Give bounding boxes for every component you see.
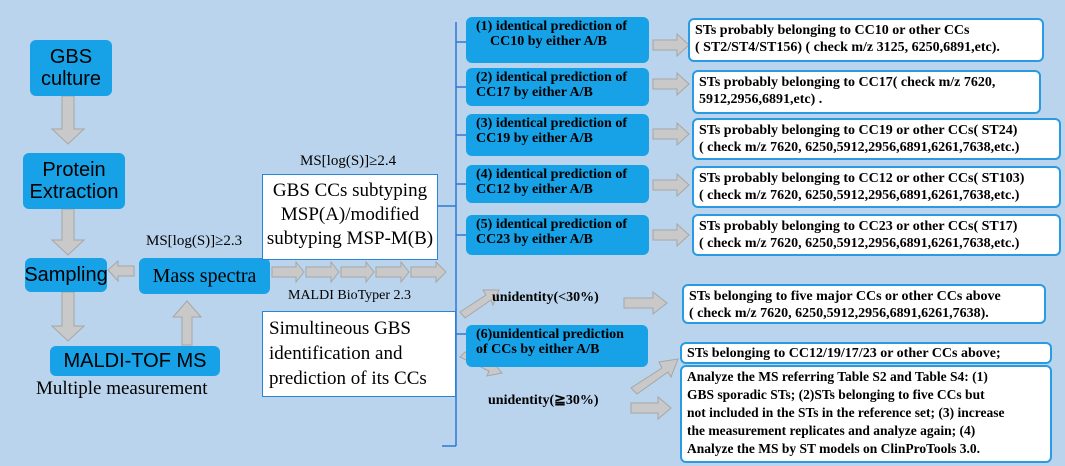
prediction-5-line1: (5) identical prediction of [476,217,628,232]
simultaneous-line3: prediction of its CCs [269,368,427,389]
arrow-down-unidentity-high [630,395,672,421]
arrow-right-sampling [107,259,135,283]
prediction-1-line2: CC10 by either A/B [490,34,607,49]
arrow-up-split [459,289,500,319]
mass-spectra-box: Mass spectra [139,258,270,294]
prediction-4-line1: (4) identical prediction of [476,167,628,182]
analysis-line5: Analyze the MS by ST models on ClinProTo… [687,441,981,456]
prediction-6-line2: of CCs by either A/B [476,342,600,357]
arrow-right-pred-5 [652,222,690,248]
result-1-line1: STs probably belonging to CC10 or other … [695,23,970,38]
prediction-6-line1: (6)unidentical prediction [476,327,624,342]
unidentity-high-label: unidentity(≧30%) [488,393,599,408]
arrow-right-pred-2 [652,71,690,97]
maldi-label: MALDI-TOF MS [63,350,207,372]
result-high-title: STs belonging to CC12/19/17/23 or other … [687,346,1001,361]
prediction-2-line1: (2) identical prediction of [476,70,628,85]
mass-spectra-label: Mass spectra [152,264,257,287]
protein-extraction-box: Protein Extraction [23,153,125,209]
subtyping-line3: subtyping MSP-M(B) [266,228,434,249]
result-5-line1: STs probably belonging to CC23 or other … [699,219,1018,234]
arrow-chain-mass-spectra [271,260,447,284]
subtyping-box: GBS CCs subtyping MSP(A)/modified subtyp… [262,174,438,260]
prediction-1-line1: (1) identical prediction of [476,19,628,34]
arrow-up-maldi [171,300,203,346]
arrow-up-unidentity-high [630,358,679,395]
result-box-2: STs probably belonging to CC17( check m/… [692,70,1041,114]
analysis-line1: Analyze the MS referring Table S2 and Ta… [687,369,988,384]
arrow-down-culture [50,95,86,145]
arrow-right-pred-1 [652,32,690,58]
result-2-line1: STs probably belonging to CC17( check m/… [699,75,996,90]
analysis-line2: GBS sporadic STs; (2)STs belonging to fi… [687,387,985,402]
threshold-23-label: MS[log(S)]≥2.3 [146,233,243,249]
result-box-unidentity-low: STs belonging to five major CCs or other… [682,284,1046,324]
prediction-box-2: (2) identical prediction of CC17 by eith… [466,68,649,106]
result-box-4: STs probably belonging to CC12 or other … [692,166,1061,208]
simultaneous-box: Simultineous GBS identification and pred… [262,311,456,397]
result-4-line1: STs probably belonging to CC12 or other … [699,171,1025,186]
sampling-box: Sampling [24,258,108,292]
prediction-box-4: (4) identical prediction of CC12 by eith… [466,165,649,203]
result-box-3: STs probably belonging to CC19 or other … [692,118,1061,160]
result-box-5: STs probably belonging to CC23 or other … [692,214,1061,256]
unidentity-low-label: unidentity(<30%) [492,290,599,305]
result-2-line2: 5912,2956,6891,etc) . [699,92,823,107]
result-box-unidentity-high-title: STs belonging to CC12/19/17/23 or other … [680,342,1052,364]
result-5-line2: ( check m/z 7620, 6250,5912,2956,6891,62… [699,236,1020,251]
maldi-tof-box: MALDI-TOF MS [50,346,220,376]
analysis-line4: the measurement replicates and analyze a… [687,423,976,438]
threshold-24-label: MS[log(S)]≥2.4 [300,153,397,169]
result-low-line2: ( check m/z 7620, 6250,5912,2956,6891,62… [689,306,989,321]
prediction-box-6: (6)unidentical prediction of CCs by eith… [466,325,648,367]
subtyping-line1: GBS CCs subtyping [272,180,428,201]
prediction-box-5: (5) identical prediction of CC23 by eith… [466,215,649,255]
multiple-measurement-label: Multiple measurement [36,378,208,399]
extraction-label-line2: Extraction [29,181,119,203]
subtyping-line2: MSP(A)/modified [280,204,420,225]
result-1-line2: ( ST2/ST4/ST156) ( check m/z 3125, 6250,… [695,40,1000,55]
simultaneous-line2: identification and [269,343,403,364]
result-3-line1: STs probably belonging to CC19 or other … [699,123,1018,138]
result-box-1: STs probably belonging to CC10 or other … [688,18,1044,62]
result-box-unidentity-high-analysis: Analyze the MS referring Table S2 and Ta… [680,365,1052,463]
result-4-line2: ( check m/z 7620, 6250,5912,2956,6891,62… [699,188,1020,203]
extraction-label-line1: Protein [42,159,106,181]
culture-label-line2: culture [40,68,102,90]
prediction-3-line2: CC19 by either A/B [476,131,593,146]
prediction-5-line2: CC23 by either A/B [476,232,593,247]
analysis-line3: not included in the STs in the reference… [687,405,1005,420]
prediction-3-line1: (3) identical prediction of [476,116,628,131]
prediction-box-3: (3) identical prediction of CC19 by eith… [466,114,649,156]
prediction-2-line2: CC17 by either A/B [476,85,593,100]
biotyper-label: MALDI BioTyper 2.3 [288,288,412,303]
result-3-line2: ( check m/z 7620, 6250,5912,2956,6891,62… [699,140,1020,155]
prediction-4-line2: CC12 by either A/B [476,182,593,197]
simultaneous-line1: Simultineous GBS [269,318,411,339]
arrow-down-extraction [50,208,86,256]
prediction-box-1: (1) identical prediction of CC10 by eith… [466,17,649,63]
result-low-line1: STs belonging to five major CCs or other… [689,289,1001,304]
arrow-right-pred-4 [652,172,690,198]
sampling-label: Sampling [24,264,108,286]
gbs-culture-box: GBS culture [30,40,112,96]
arrow-right-pred-3 [652,121,690,147]
arrow-down-sampling [50,291,86,342]
arrow-right-unidentity-low [623,290,668,316]
culture-label-line1: GBS [49,46,93,68]
